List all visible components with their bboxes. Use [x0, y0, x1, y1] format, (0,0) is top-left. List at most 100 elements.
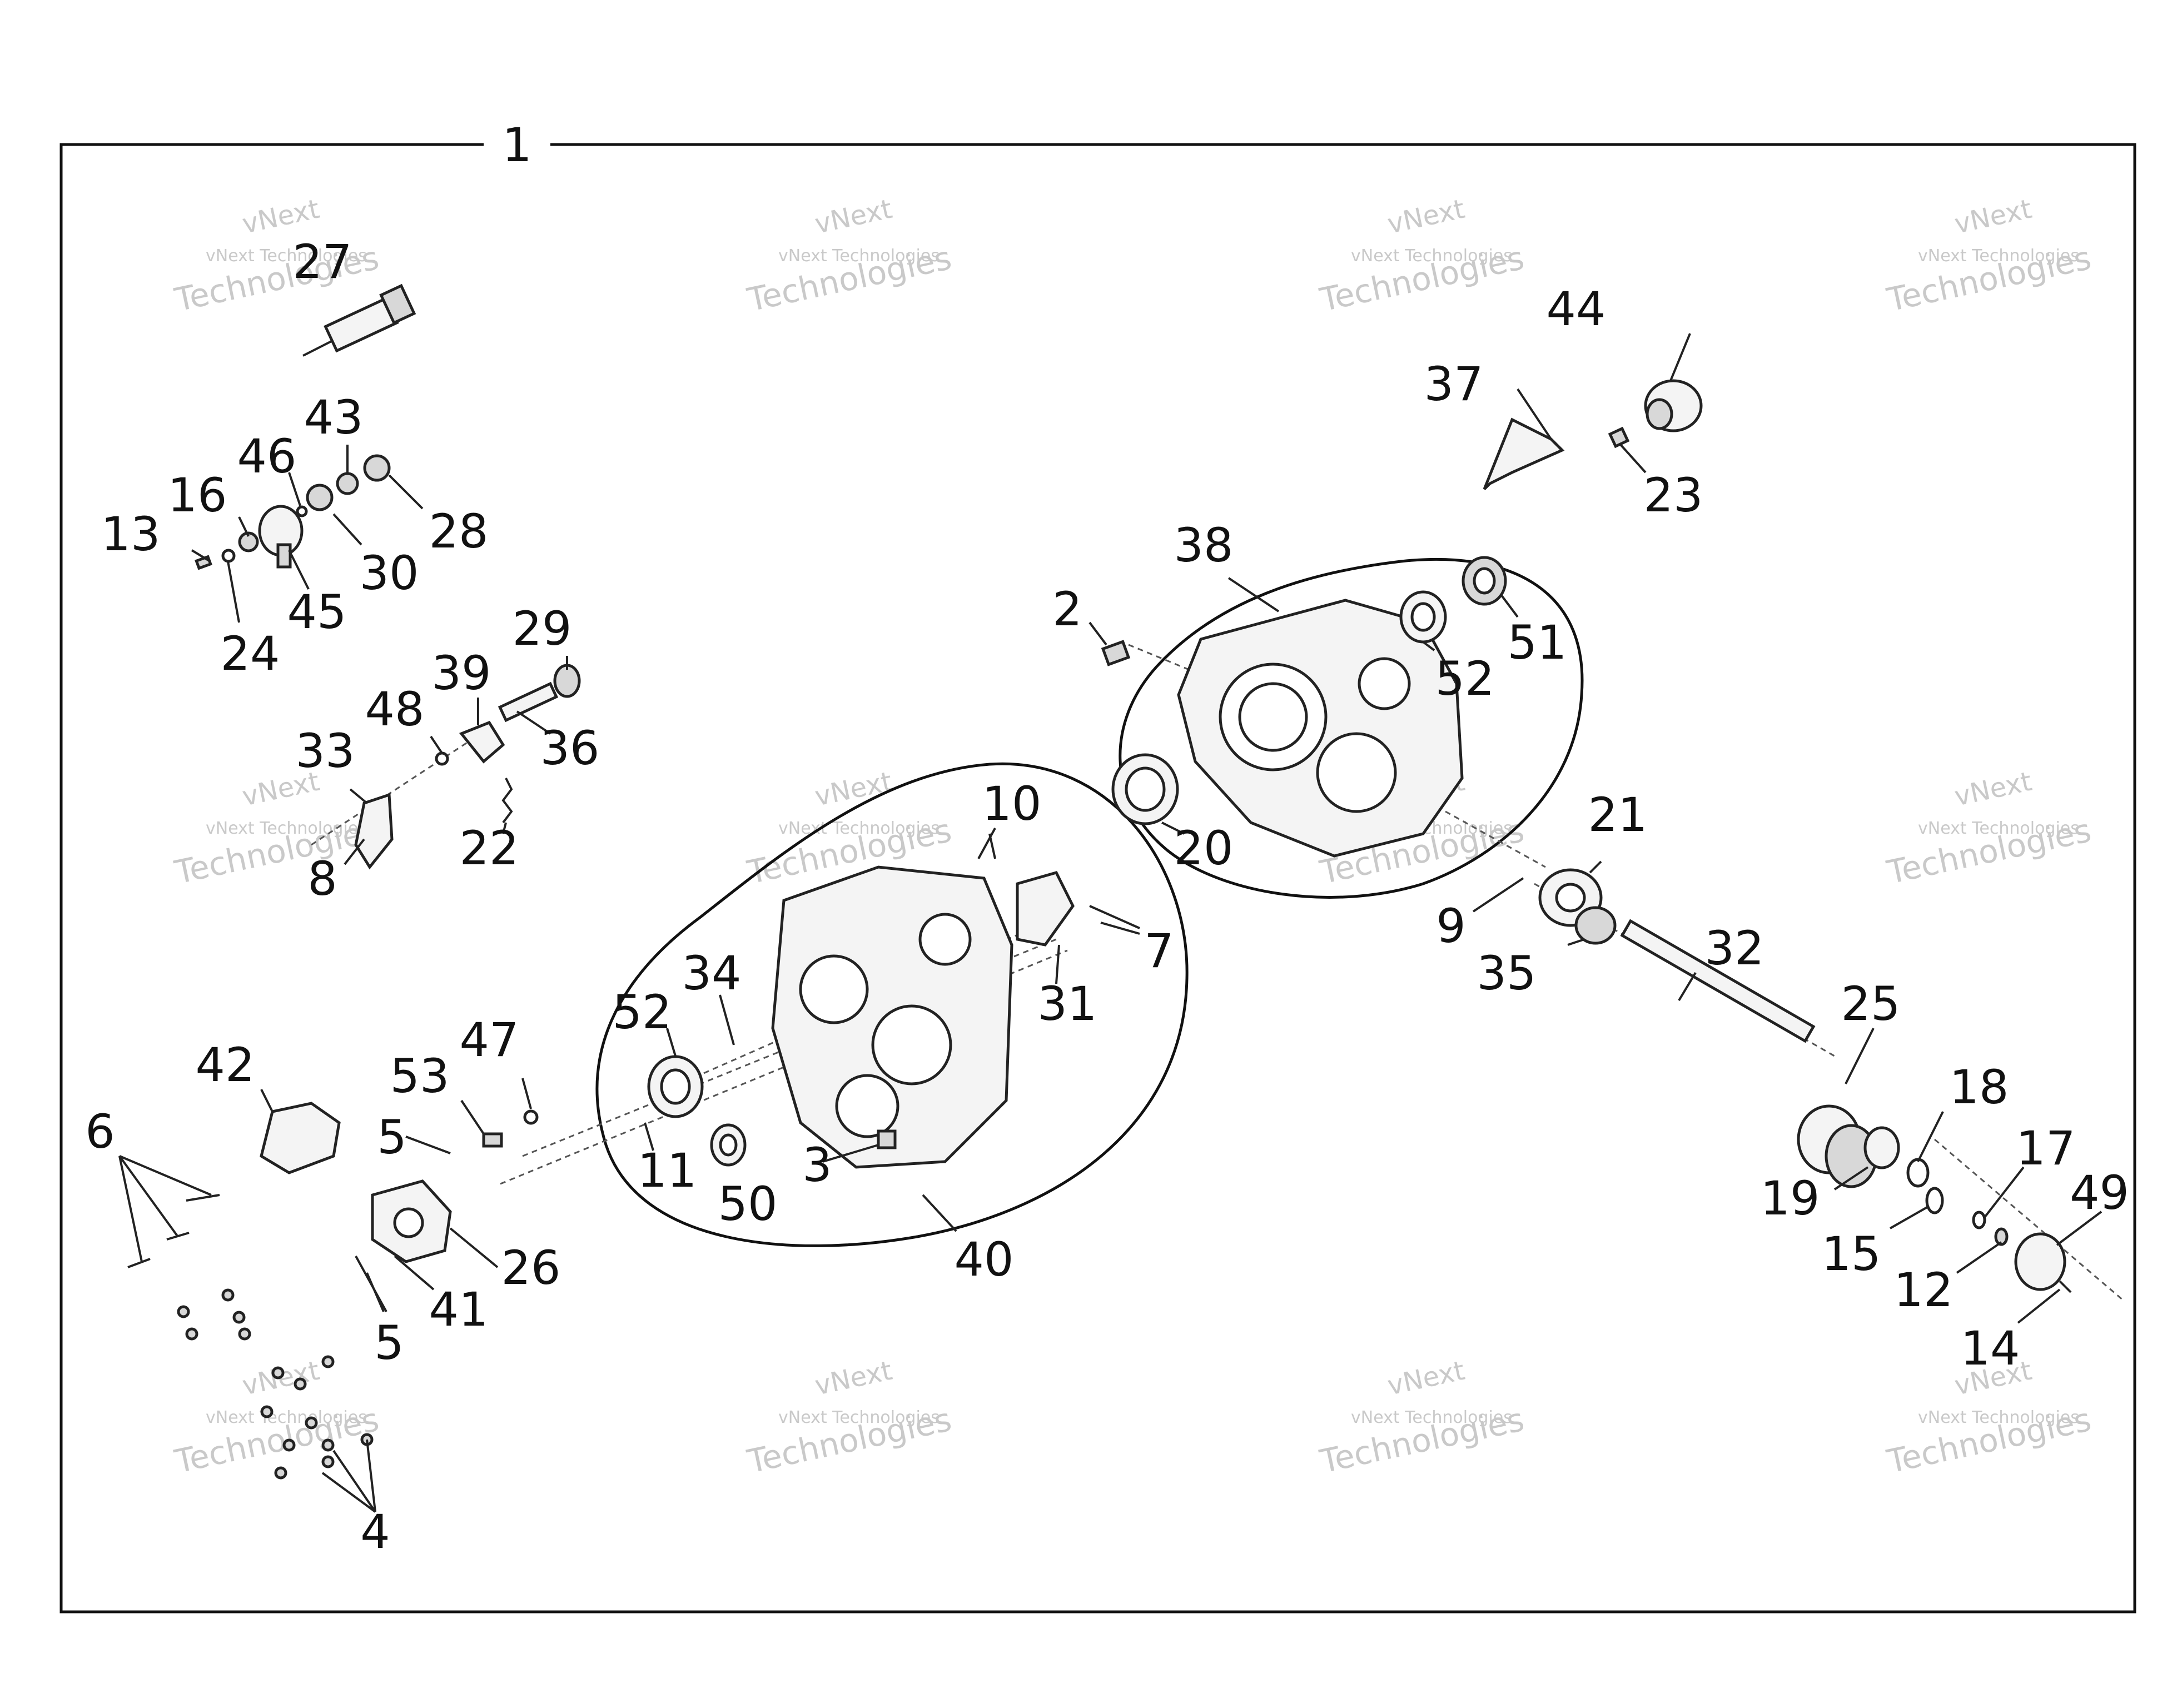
callout-27: 27	[293, 235, 352, 289]
part-27-shift-drum	[302, 283, 416, 357]
callout-25: 25	[1841, 977, 1901, 1031]
callout-52b: 52	[613, 985, 672, 1039]
watermark-line2: vNext Technologies	[778, 1408, 940, 1427]
callout-49: 49	[2070, 1166, 2129, 1220]
group-outlines	[595, 557, 1584, 1247]
callout-48: 48	[365, 682, 425, 736]
part-18-ring	[1906, 1158, 1930, 1188]
callout-21: 21	[1588, 788, 1648, 842]
callout-36: 36	[540, 721, 600, 775]
part-cluster-upper-right	[1483, 379, 1703, 490]
callout-28: 28	[429, 504, 489, 559]
watermark-2: vNext vNext Technologies Technologies	[744, 193, 955, 319]
callout-16: 16	[168, 468, 227, 522]
part-38-housing	[1177, 599, 1464, 858]
callout-53: 53	[390, 1049, 450, 1103]
callout-47: 47	[460, 1013, 519, 1067]
part-31-cover	[1016, 871, 1075, 947]
callout-24: 24	[221, 626, 280, 681]
callout-22: 22	[460, 821, 519, 875]
callout-34: 34	[682, 946, 742, 1000]
callout-51: 51	[1508, 615, 1567, 670]
watermark-line2: vNext Technologies	[778, 246, 940, 266]
watermark-line2: vNext Technologies	[778, 819, 940, 838]
callout-labels: 1 2 3 4 5 5 6 7 8 9 10 11 12 13 14 15 16…	[85, 118, 2129, 1559]
callout-12: 12	[1894, 1263, 1954, 1317]
watermark-line1: vNext	[240, 193, 322, 240]
callout-6: 6	[85, 1104, 115, 1159]
part-53-fitting	[482, 1132, 503, 1148]
outline-group-40	[595, 762, 1189, 1247]
callout-31: 31	[1038, 977, 1097, 1031]
callout-46: 46	[237, 429, 297, 484]
callout-4: 4	[360, 1505, 390, 1559]
callout-3: 3	[802, 1138, 832, 1192]
watermark-line2: vNext Technologies	[1918, 819, 2079, 838]
leader-lines	[118, 333, 2103, 1513]
callout-20: 20	[1174, 821, 1234, 875]
watermark-line1: vNext	[812, 1355, 895, 1402]
watermark-5: vNext vNext Technologies Technologies	[171, 766, 382, 892]
assembly-frame	[59, 143, 2136, 1614]
watermark-10: vNext vNext Technologies Technologies	[744, 1355, 955, 1481]
callout-2: 2	[1052, 582, 1082, 636]
callout-26: 26	[501, 1241, 561, 1295]
part-14-bolt	[2059, 1280, 2072, 1293]
watermark-line1: vNext	[1385, 1355, 1468, 1402]
watermark-12: vNext vNext Technologies Technologies	[1883, 1355, 2095, 1481]
watermark-line1: vNext	[812, 766, 895, 813]
part-4-bolts	[177, 1288, 374, 1480]
watermark-line2: vNext Technologies	[206, 246, 367, 266]
watermark-line1: vNext	[1952, 766, 2035, 813]
callout-13: 13	[101, 507, 161, 561]
callout-10: 10	[982, 776, 1042, 831]
watermark-line1: vNext	[812, 193, 895, 240]
watermark-line2: vNext Technologies	[206, 1408, 367, 1427]
callout-41: 41	[429, 1282, 489, 1337]
watermark-3: vNext vNext Technologies Technologies	[1316, 193, 1528, 319]
parts	[127, 283, 2072, 1480]
callout-5b: 5	[374, 1316, 404, 1370]
callout-30: 30	[360, 546, 419, 600]
callout-23: 23	[1644, 468, 1703, 522]
callout-39: 39	[432, 646, 491, 700]
callout-18: 18	[1950, 1060, 2009, 1114]
part-40-housing	[771, 865, 1013, 1169]
part-32-shaft	[1620, 919, 1816, 1043]
callout-17: 17	[2016, 1121, 2076, 1176]
part-2-plug	[1101, 640, 1131, 666]
watermark-line2: vNext Technologies	[206, 819, 367, 838]
callout-7: 7	[1144, 924, 1174, 978]
watermark-8: vNext vNext Technologies Technologies	[1883, 766, 2095, 892]
callout-29: 29	[513, 601, 572, 656]
callout-32: 32	[1705, 921, 1765, 975]
watermark-line1: vNext	[1385, 193, 1468, 240]
callout-37: 37	[1424, 357, 1484, 411]
callout-14: 14	[1961, 1321, 2020, 1376]
watermark-11: vNext vNext Technologies Technologies	[1316, 1355, 1528, 1481]
part-26-pump	[371, 1179, 452, 1263]
callout-52a: 52	[1435, 651, 1495, 706]
callout-8: 8	[307, 851, 337, 906]
part-12-washer	[1994, 1227, 2009, 1246]
part-47-oring	[523, 1109, 539, 1125]
watermark-line2: vNext Technologies	[1918, 1408, 2079, 1427]
callout-35: 35	[1477, 946, 1537, 1000]
callout-44: 44	[1547, 282, 1606, 336]
watermark-line2: vNext Technologies	[1351, 1408, 1512, 1427]
callout-38: 38	[1174, 518, 1234, 572]
part-cluster-selector	[354, 664, 581, 870]
callout-15: 15	[1822, 1227, 1881, 1281]
part-19-bearing	[1863, 1126, 1900, 1169]
part-15-clip	[1925, 1187, 1944, 1214]
part-49-disc	[2014, 1232, 2066, 1291]
callout-50: 50	[718, 1177, 778, 1231]
outline-group-38	[1119, 557, 1584, 899]
callout-5a: 5	[377, 1110, 406, 1164]
watermark-line2: vNext Technologies	[1918, 246, 2079, 266]
part-17-washer	[1972, 1211, 1986, 1229]
watermark-line2: vNext Technologies	[1351, 246, 1512, 266]
callout-1: 1	[502, 118, 531, 172]
watermark-4: vNext vNext Technologies Technologies	[1883, 193, 2095, 319]
